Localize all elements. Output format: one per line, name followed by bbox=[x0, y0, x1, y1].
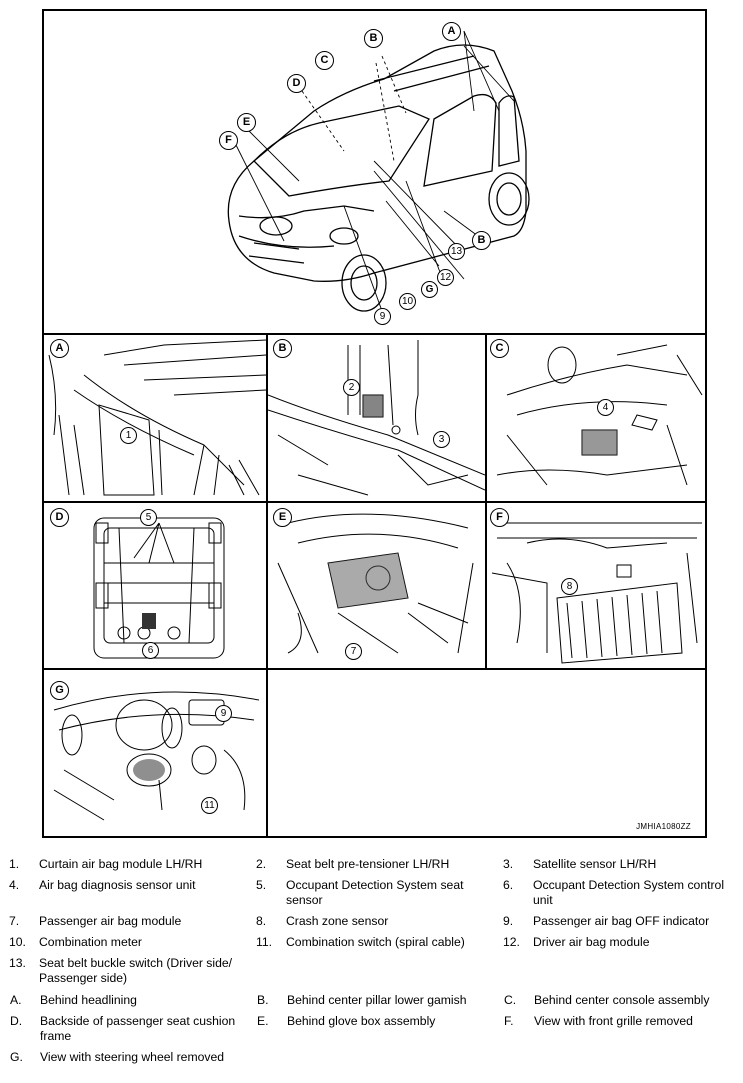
panel-label-g: G bbox=[50, 681, 69, 700]
callout-4: 4 bbox=[597, 399, 614, 416]
headlining-illustration bbox=[48, 339, 266, 496]
callout-1: 1 bbox=[120, 427, 137, 444]
callout-12: 12 bbox=[437, 269, 454, 286]
panel-d: D 5 6 bbox=[44, 503, 266, 668]
divider bbox=[44, 668, 705, 670]
callout-9: 9 bbox=[215, 705, 232, 722]
item-number: 10. bbox=[9, 935, 26, 949]
item-text: Passenger air bag module bbox=[39, 914, 182, 928]
location-letter: A. bbox=[10, 993, 22, 1007]
item-number: 1. bbox=[9, 857, 20, 871]
item-number: 12. bbox=[503, 935, 520, 949]
location-letter: C. bbox=[504, 993, 517, 1007]
location-text: Behind glove box assembly bbox=[287, 1014, 436, 1028]
vehicle-overview: A B C D E F B 13 12 G 10 9 bbox=[44, 11, 705, 333]
location-text: Behind center pillar lower gamish bbox=[287, 993, 467, 1007]
location-letter: B. bbox=[257, 993, 269, 1007]
panel-label-c: C bbox=[490, 339, 509, 358]
callout-g: G bbox=[421, 281, 438, 298]
item-number: 2. bbox=[256, 857, 267, 871]
location-text: Behind center console assembly bbox=[534, 993, 710, 1007]
location-text: Backside of passenger seat cushion frame bbox=[40, 1014, 236, 1043]
callout-6: 6 bbox=[142, 642, 159, 659]
callout-letter-c: C bbox=[315, 51, 334, 70]
location-text: View with steering wheel removed bbox=[40, 1050, 225, 1064]
seat-cushion-frame-illustration bbox=[93, 517, 225, 659]
panel-c: C 4 bbox=[487, 335, 705, 501]
divider bbox=[266, 333, 268, 836]
item-text: Occupant Detection System control unit bbox=[533, 878, 725, 907]
callout-5: 5 bbox=[140, 509, 157, 526]
callout-2: 2 bbox=[343, 379, 360, 396]
callout-10: 10 bbox=[399, 293, 416, 310]
figure-code: JMHIA1080ZZ bbox=[636, 822, 691, 831]
panel-f: F 8 bbox=[487, 503, 705, 668]
item-text: Seat belt buckle switch (Driver side/ Pa… bbox=[39, 956, 233, 985]
item-text: Combination switch (spiral cable) bbox=[286, 935, 465, 949]
component-location-diagram: A B C D E F B 13 12 G 10 9 A bbox=[42, 9, 707, 838]
location-text: Behind headlining bbox=[40, 993, 137, 1007]
item-text: Passenger air bag OFF indicator bbox=[533, 914, 710, 928]
item-number: 13. bbox=[9, 956, 26, 970]
front-grille-removed-illustration bbox=[491, 522, 702, 664]
location-letter: F. bbox=[504, 1014, 514, 1028]
divider bbox=[44, 333, 705, 335]
callout-3: 3 bbox=[433, 431, 450, 448]
item-number: 9. bbox=[503, 914, 514, 928]
panel-e: E 7 bbox=[268, 503, 485, 668]
item-text: Curtain air bag module LH/RH bbox=[39, 857, 203, 871]
location-letter: E. bbox=[257, 1014, 269, 1028]
vehicle-outline bbox=[227, 30, 530, 312]
location-letter: G. bbox=[10, 1050, 23, 1064]
legend: 1. Curtain air bag module LH/RH 2. Seat be… bbox=[0, 852, 743, 1083]
panel-label-b: B bbox=[273, 339, 292, 358]
callout-letter-f: F bbox=[219, 131, 238, 150]
panel-a: A 1 bbox=[44, 335, 266, 501]
callout-letter-d: D bbox=[287, 74, 306, 93]
item-number: 3. bbox=[503, 857, 514, 871]
callout-7: 7 bbox=[345, 643, 362, 660]
callout-11: 11 bbox=[201, 797, 218, 814]
item-text: Occupant Detection System seat sensor bbox=[286, 878, 464, 907]
callout-letter-b: B bbox=[472, 231, 491, 250]
item-number: 11. bbox=[256, 935, 273, 949]
location-letter: D. bbox=[10, 1014, 23, 1028]
center-pillar-illustration bbox=[268, 340, 485, 496]
center-console-illustration bbox=[496, 344, 703, 486]
item-text: Combination meter bbox=[39, 935, 142, 949]
steering-wheel-removed-illustration bbox=[53, 691, 260, 821]
callout-8: 8 bbox=[561, 578, 578, 595]
divider bbox=[485, 333, 487, 669]
item-text: Air bag diagnosis sensor unit bbox=[39, 878, 196, 892]
glove-box-illustration bbox=[277, 513, 474, 654]
panel-g: G 9 11 bbox=[44, 670, 266, 836]
item-number: 6. bbox=[503, 878, 514, 892]
divider bbox=[44, 501, 705, 503]
item-text: Crash zone sensor bbox=[286, 914, 389, 928]
callout-letter-a: A bbox=[442, 22, 461, 41]
item-number: 8. bbox=[256, 914, 267, 928]
panel-b: B 2 3 bbox=[268, 335, 485, 501]
callout-9: 9 bbox=[374, 308, 391, 325]
callout-13: 13 bbox=[448, 243, 465, 260]
item-text: Seat belt pre-tensioner LH/RH bbox=[286, 857, 450, 871]
panel-label-a: A bbox=[50, 339, 69, 358]
item-number: 4. bbox=[9, 878, 20, 892]
item-text: Satellite sensor LH/RH bbox=[533, 857, 657, 871]
item-number: 5. bbox=[256, 878, 267, 892]
panel-label-f: F bbox=[490, 508, 509, 527]
location-text: View with front grille removed bbox=[534, 1014, 693, 1028]
panel-label-e: E bbox=[273, 508, 292, 527]
panel-label-d: D bbox=[50, 508, 69, 527]
item-number: 7. bbox=[9, 914, 20, 928]
callout-letter-b: B bbox=[364, 29, 383, 48]
callout-letter-e: E bbox=[237, 113, 256, 132]
item-text: Driver air bag module bbox=[533, 935, 650, 949]
